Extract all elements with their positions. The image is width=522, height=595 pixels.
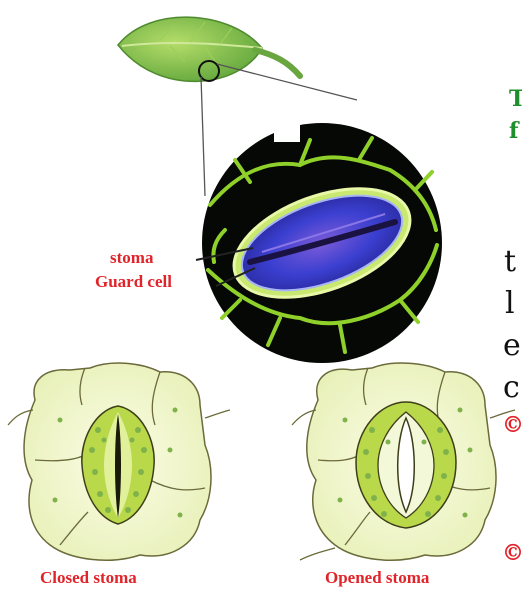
cropped-body-char-1: t [504,244,516,279]
cropped-heading-char-1: T [509,86,522,112]
cropped-bullet-1: © [502,412,522,438]
opened-stoma-label: Opened stoma [325,568,429,588]
leaf [118,17,300,81]
guard-cell-label: Guard cell [95,272,172,292]
cropped-body-char-3: e [503,328,521,363]
stoma-label: stoma [110,248,153,268]
magnified-stoma-view [202,118,442,363]
opened-stoma-illustration [292,363,515,560]
cropped-heading-char-2: f [509,118,518,144]
cropped-body-char-2: l [505,286,515,321]
cropped-bullet-2: © [502,540,522,566]
cropped-body-char-4: c [503,370,520,405]
closed-stoma-illustration [8,363,230,560]
closed-stoma-label: Closed stoma [40,568,137,588]
